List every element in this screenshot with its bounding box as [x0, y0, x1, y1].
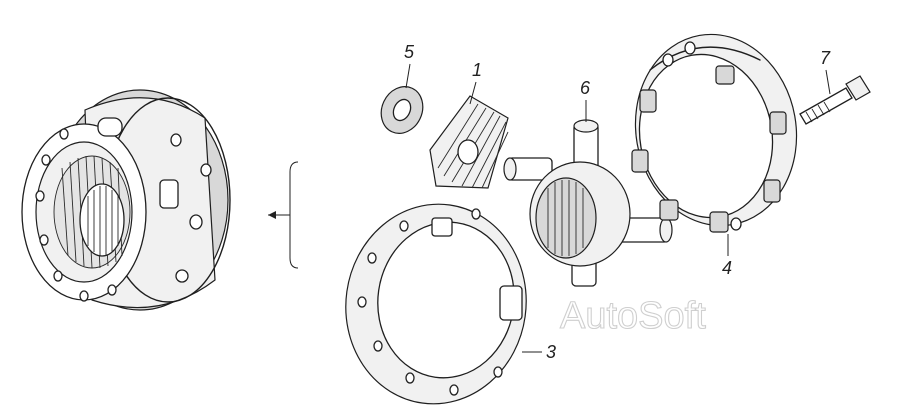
assembled-differential: [21, 89, 231, 311]
callout-case-half-left: 3: [522, 342, 556, 362]
callout-label-washer: 5: [404, 42, 415, 62]
assembly-bracket: [268, 161, 299, 269]
callout-label-case-half-left: 3: [546, 342, 556, 362]
differential-cross: [503, 119, 673, 287]
callout-case-half-right: 4: [722, 234, 732, 278]
callout-bolt: 7: [820, 48, 831, 95]
callout-label-case-half-right: 4: [722, 258, 732, 278]
callout-side-gear: 1: [469, 60, 482, 105]
callout-label-cross: 6: [580, 78, 591, 98]
callout-washer: 5: [404, 42, 415, 89]
callout-label-side-gear: 1: [472, 60, 482, 80]
watermark-text: AutoSoft: [560, 295, 706, 337]
case-half-left: [345, 203, 527, 405]
side-gear: [429, 95, 509, 189]
callout-cross: 6: [580, 78, 591, 122]
bolt: [799, 75, 871, 125]
thrust-washer: [380, 86, 424, 134]
callout-label-bolt: 7: [820, 48, 831, 68]
case-half-right: [631, 33, 798, 233]
